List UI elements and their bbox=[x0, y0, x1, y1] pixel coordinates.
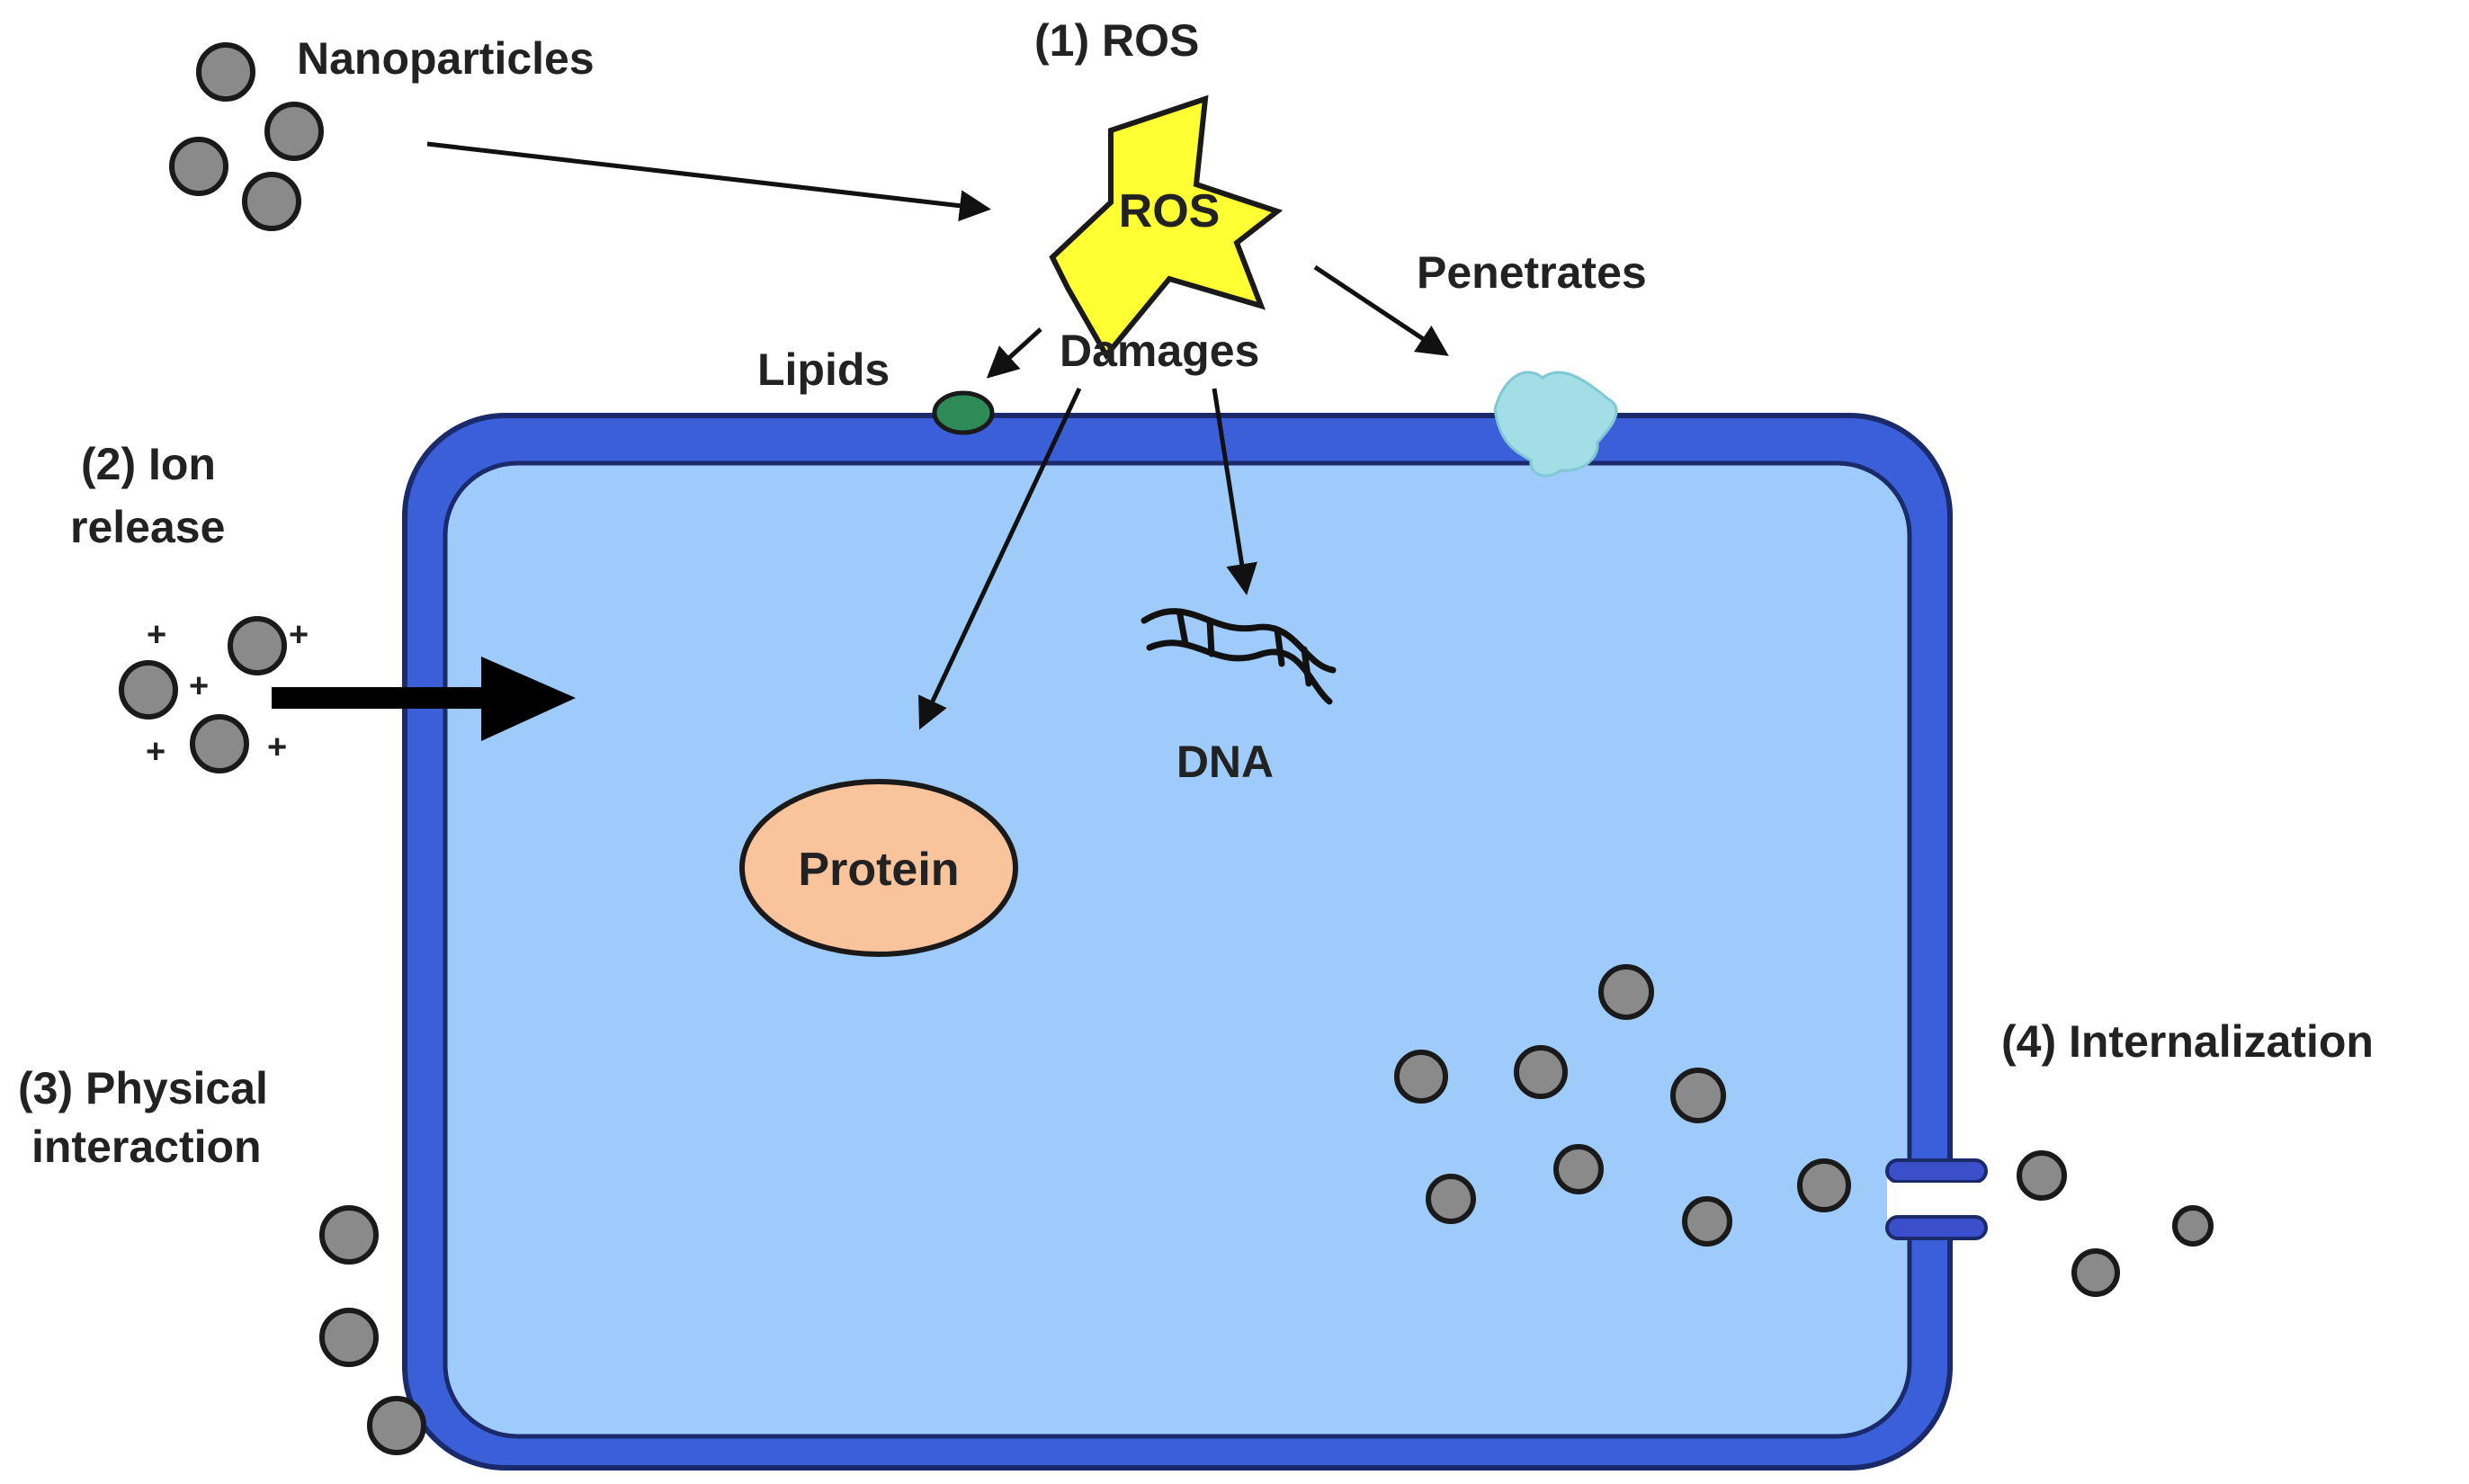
nanoparticle bbox=[319, 1205, 379, 1265]
nanoparticle bbox=[1553, 1144, 1604, 1194]
plus-sign: + bbox=[147, 616, 166, 654]
lipids-label: Lipids bbox=[757, 344, 890, 395]
arrow-nanoparticles-to-ros bbox=[426, 141, 991, 222]
nanoparticle bbox=[1426, 1174, 1476, 1224]
ros-star-label: ROS bbox=[1119, 185, 1221, 237]
nanoparticle-cluster-surface bbox=[319, 1205, 426, 1455]
nanoparticle bbox=[2172, 1205, 2214, 1247]
ion-release-label-line1: (2) Ion bbox=[81, 439, 216, 489]
arrow-damages-to-dna bbox=[1212, 388, 1257, 595]
nanoparticle bbox=[367, 1396, 426, 1455]
ros-title-label: (1) ROS bbox=[1034, 15, 1199, 66]
cell bbox=[402, 413, 1953, 1471]
nanoparticle-cluster-top bbox=[169, 42, 324, 231]
plus-sign: + bbox=[189, 667, 209, 705]
ion-release-label-line2: release bbox=[70, 502, 225, 552]
nanoparticle bbox=[2017, 1150, 2067, 1201]
nanoparticle bbox=[1598, 964, 1654, 1020]
ellipse-icon bbox=[739, 779, 1018, 957]
lipid-icon bbox=[932, 390, 995, 435]
arrow-ion-release bbox=[272, 657, 576, 741]
nanoparticle bbox=[1514, 1045, 1568, 1099]
nanoparticle bbox=[169, 137, 228, 196]
dna-label: DNA bbox=[1176, 737, 1274, 787]
physical-interaction-label-line2: interaction bbox=[31, 1122, 262, 1172]
ion-cluster: + + + + + bbox=[119, 616, 309, 773]
arrow-damages-to-protein bbox=[918, 387, 1082, 730]
nanoparticle bbox=[1682, 1196, 1732, 1247]
plus-sign: + bbox=[267, 729, 287, 766]
nanoparticles-label: Nanoparticles bbox=[297, 33, 595, 84]
nanoparticle bbox=[196, 42, 255, 102]
star-burst-icon bbox=[1049, 94, 1284, 361]
nanoparticle bbox=[319, 1308, 379, 1367]
nanoparticle bbox=[228, 616, 287, 675]
penetrates-label: Penetrates bbox=[1417, 247, 1647, 298]
nanoparticle bbox=[1670, 1068, 1726, 1123]
nanoparticle bbox=[2071, 1248, 2120, 1297]
plus-sign: + bbox=[146, 733, 165, 771]
arrow-damages-to-lipids bbox=[986, 327, 1042, 379]
nanoparticle bbox=[1394, 1050, 1448, 1104]
receptor-icon bbox=[1493, 371, 1618, 478]
nanoparticle bbox=[119, 660, 178, 720]
protein-label: Protein bbox=[798, 844, 959, 896]
nanoparticle bbox=[1797, 1158, 1851, 1212]
nanoparticle-cluster-internalized bbox=[1394, 964, 2214, 1297]
cell-interior bbox=[443, 460, 1912, 1439]
nanoparticle bbox=[264, 102, 324, 161]
nanoparticle bbox=[242, 172, 301, 231]
physical-interaction-label-line1: (3) Physical bbox=[18, 1063, 268, 1113]
nanoparticle bbox=[190, 714, 249, 773]
internalization-label: (4) Internalization bbox=[2001, 1016, 2374, 1067]
dna-helix-icon bbox=[1141, 608, 1337, 705]
membrane-channel-icon bbox=[1885, 1158, 1988, 1240]
protein: Protein bbox=[739, 779, 1018, 957]
ros-star: ROS bbox=[1049, 94, 1284, 361]
arrow-ros-penetrates bbox=[1313, 264, 1449, 356]
damages-label: Damages bbox=[1060, 326, 1259, 376]
plus-sign: + bbox=[289, 616, 309, 654]
